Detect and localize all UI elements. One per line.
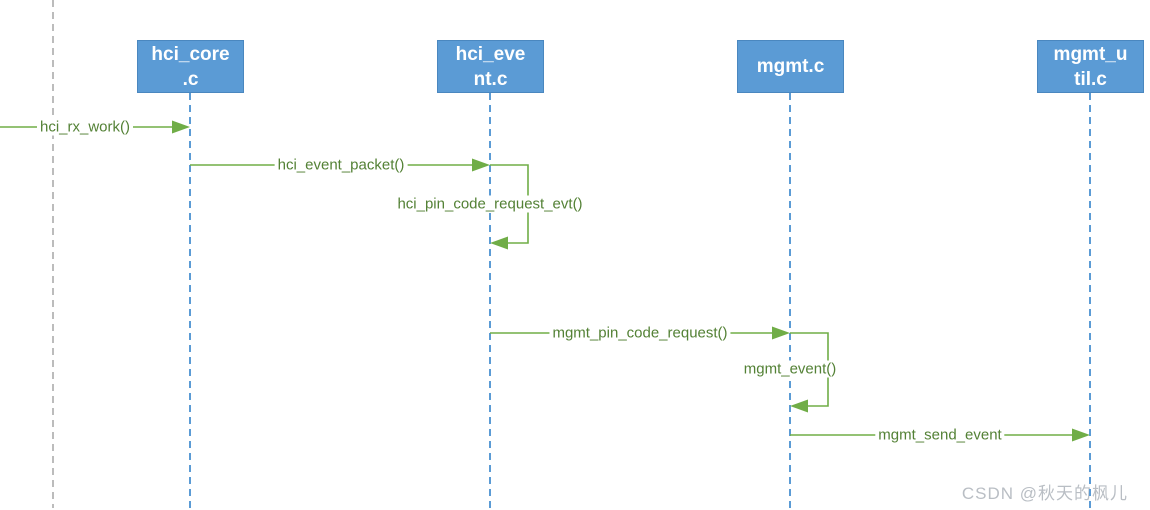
message-label-hci-event-packet: hci_event_packet() xyxy=(274,156,408,174)
actor-title-line: .c xyxy=(182,68,199,90)
actor-title-line: mgmt.c xyxy=(756,56,825,77)
actor-title-line: til.c xyxy=(1074,68,1107,90)
watermark: CSDN @秋天的枫儿 xyxy=(961,484,1128,503)
actor-box-mgmt: mgmt.c xyxy=(737,40,844,93)
actor-box-hci-core: hci_core .c xyxy=(137,40,244,93)
actor-title-line: mgmt_u xyxy=(1053,43,1128,65)
message-label-hci-rx-work: hci_rx_work() xyxy=(36,118,134,136)
message-label-mgmt-send-event: mgmt_send_event xyxy=(875,426,1005,444)
message-label-hci-pin-code-request-evt: hci_pin_code_request_evt() xyxy=(394,195,586,213)
actor-box-hci-event: hci_eve nt.c xyxy=(437,40,544,93)
message-label-mgmt-pin-code-request: mgmt_pin_code_request() xyxy=(549,324,731,342)
message-label-mgmt-event: mgmt_event() xyxy=(740,360,840,378)
actor-title-line: nt.c xyxy=(473,68,508,90)
actor-box-mgmt-util: mgmt_u til.c xyxy=(1037,40,1144,93)
actor-title-line: hci_eve xyxy=(455,43,526,65)
actor-title-line: hci_core xyxy=(151,43,230,65)
